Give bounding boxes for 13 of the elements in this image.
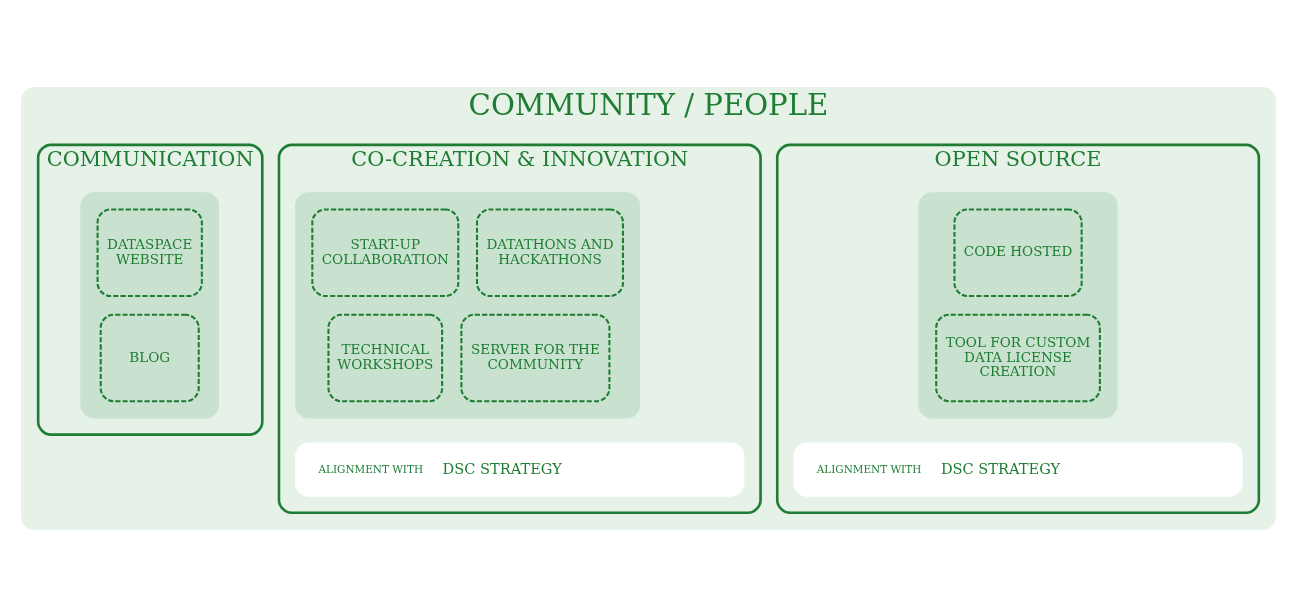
node-box: ALIGNMENT WITH DSC STRATEGY [793, 441, 1243, 497]
cluster [80, 191, 220, 418]
cluster [918, 191, 1118, 418]
cluster [295, 191, 641, 418]
node-box: ALIGNMENT WITH DSC STRATEGY [295, 441, 745, 497]
node-box: DATASPACE WEBSITE [96, 207, 203, 297]
node-box: CODE HOSTED [953, 207, 1083, 297]
node-box: TOOL FOR CUSTOM DATA LICENSE CREATION [935, 313, 1101, 402]
node-box: TECHNICAL WORKSHOPS [327, 313, 444, 402]
node-box: START-UP COLLABORATION [311, 207, 460, 297]
node-box: BLOG [99, 313, 200, 402]
node-box: SERVER FOR THE COMMUNITY [460, 313, 611, 402]
node-box: DATATHONS AND HACKATHONS [475, 207, 624, 297]
